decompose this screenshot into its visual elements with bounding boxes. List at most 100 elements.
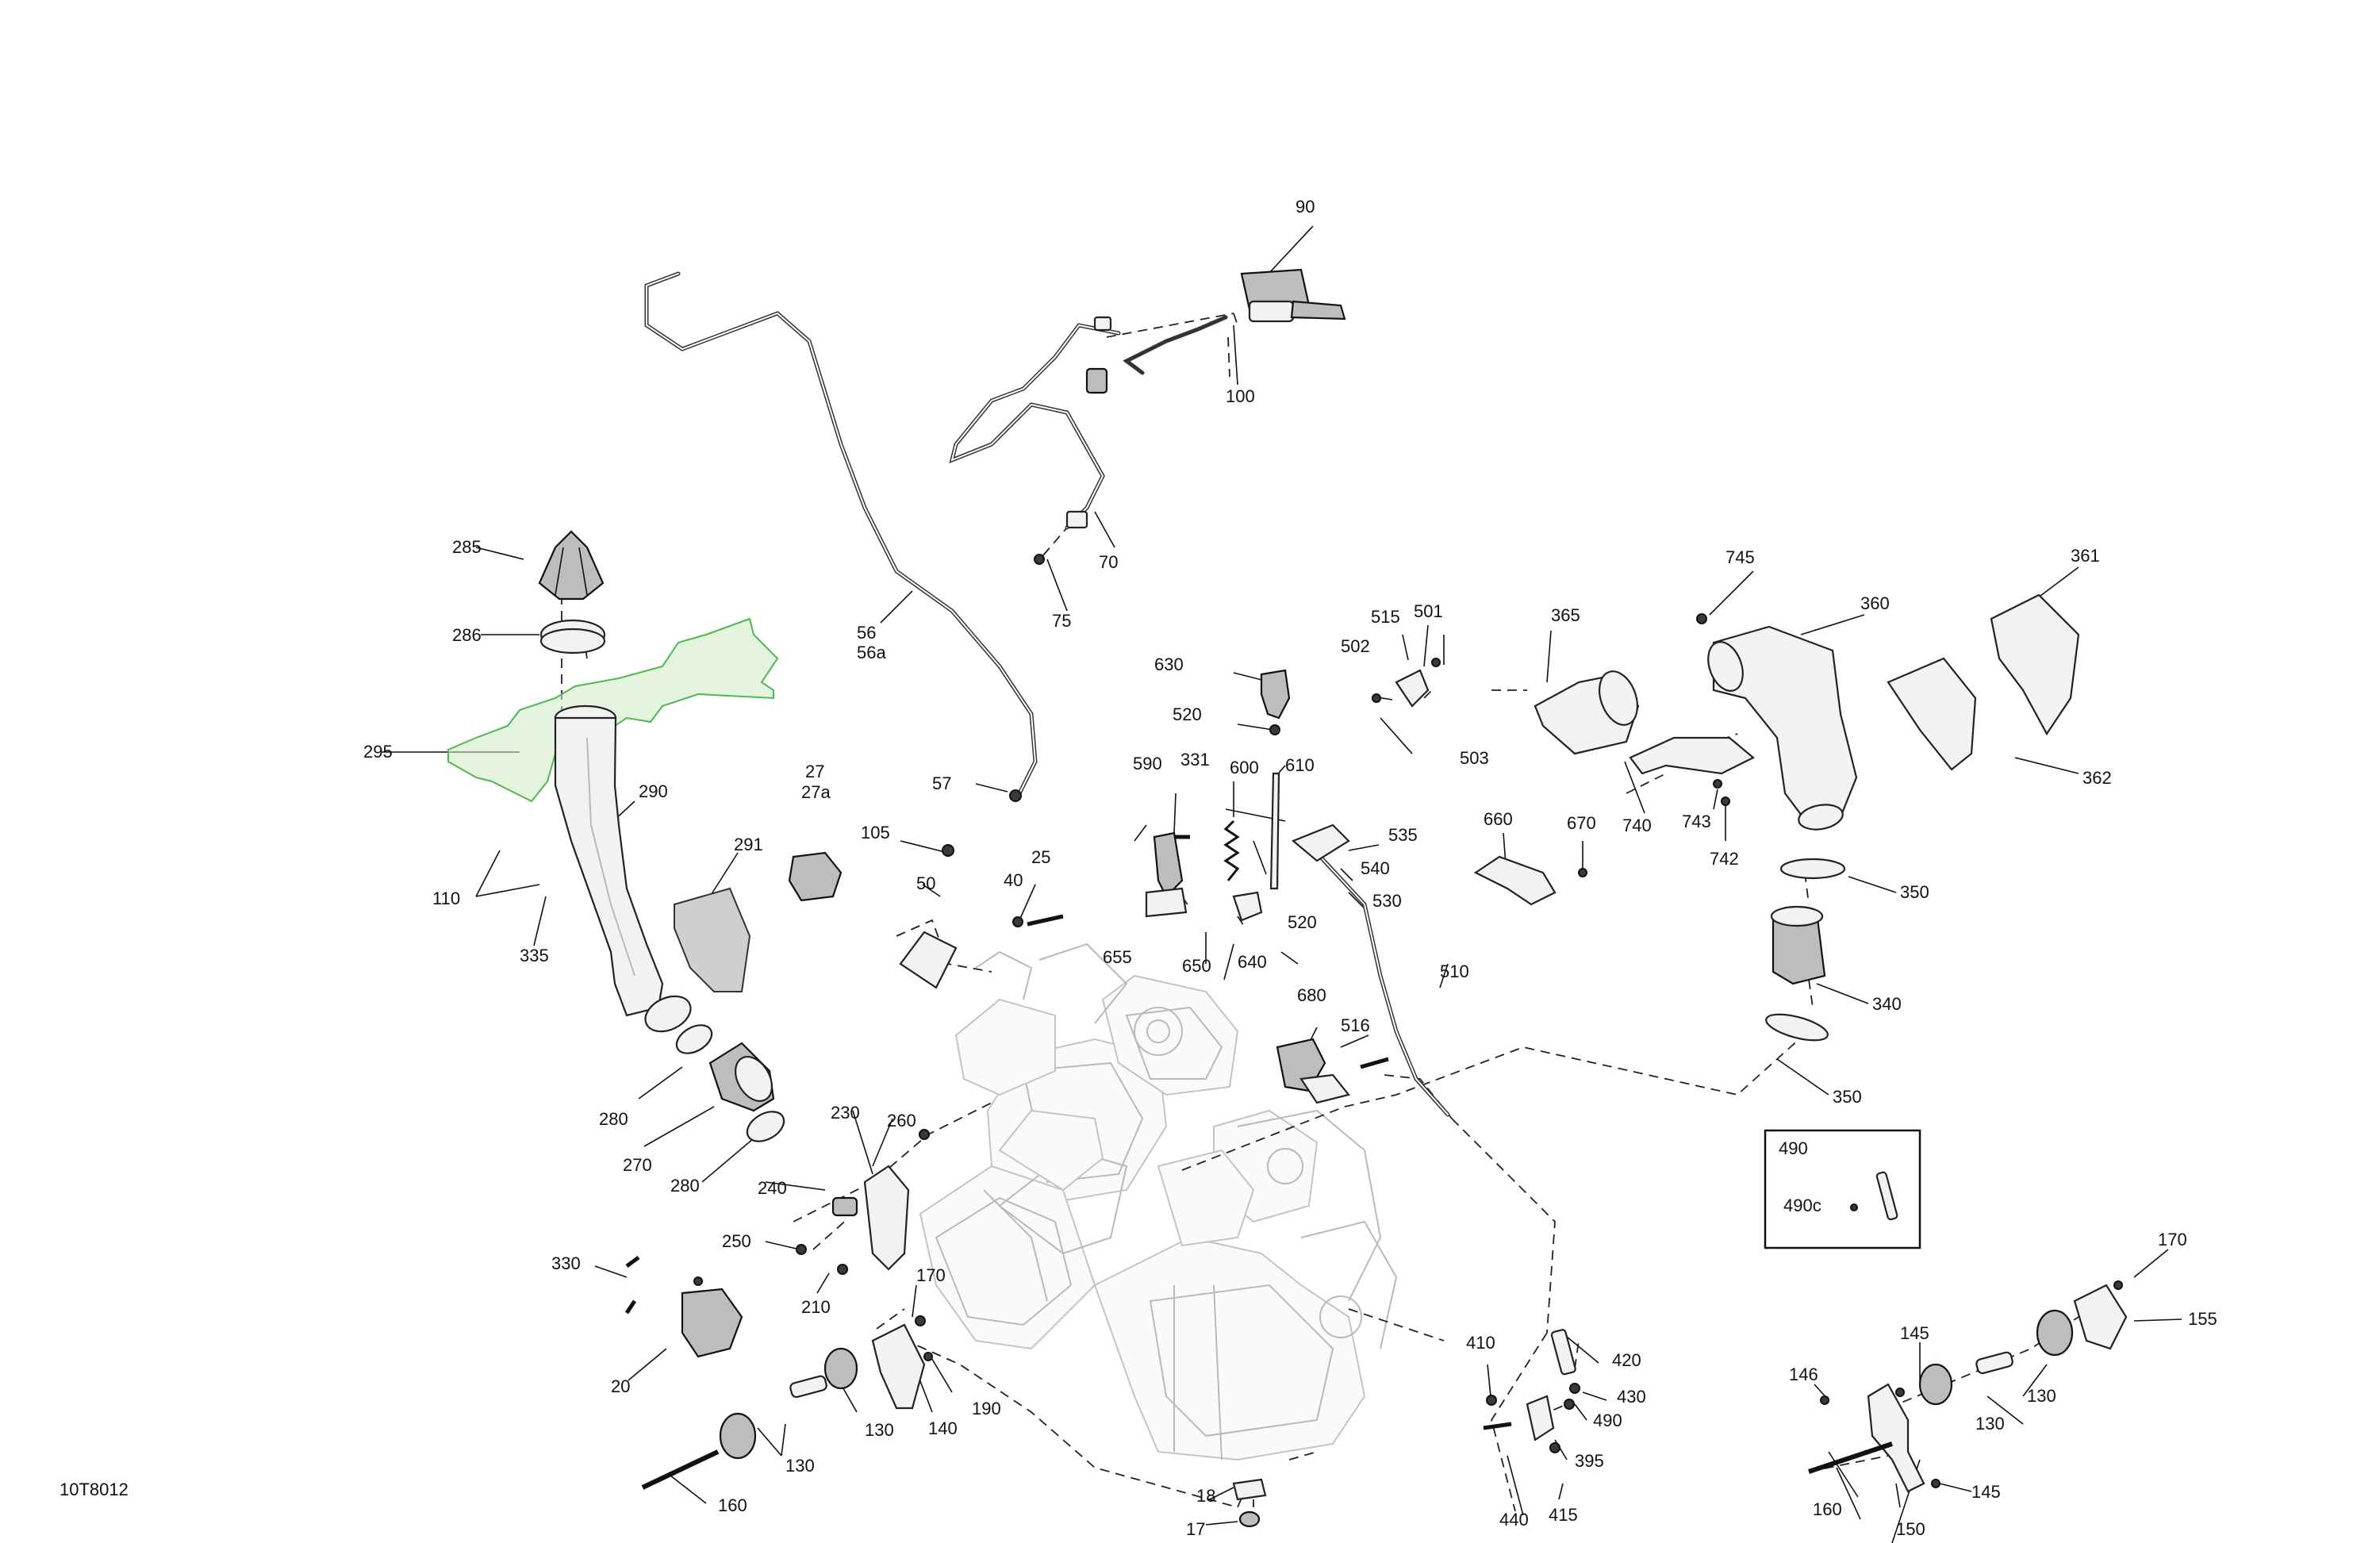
callout-335: 335: [520, 946, 549, 965]
part-520: [1269, 724, 1280, 735]
part-260: [919, 1129, 930, 1140]
callout-742: 742: [1710, 849, 1739, 869]
callout-70: 70: [1099, 552, 1118, 572]
callout-130b: 130: [785, 1456, 815, 1476]
callout-295: 295: [363, 742, 393, 762]
callout-170-right: 170: [2158, 1230, 2187, 1249]
callout-600: 600: [1230, 758, 1259, 777]
callout-660: 660: [1484, 809, 1513, 829]
callout-20: 20: [611, 1376, 630, 1396]
part-330-bolt: [625, 1255, 640, 1269]
part-160-bolt-right: [1808, 1441, 1893, 1474]
part-742: [1721, 796, 1730, 806]
part-50-label: [899, 931, 958, 989]
throttle-cable-56: [644, 271, 1038, 796]
callout-40: 40: [1004, 870, 1023, 890]
callout-140: 140: [928, 1418, 958, 1438]
callout-290: 290: [639, 781, 668, 801]
part-295-heat-shield: [447, 617, 779, 803]
part-350-clamp-upper: [1779, 858, 1846, 880]
part-20-mount: [681, 1276, 743, 1358]
part-740-bracket: [1629, 736, 1755, 775]
callout-743: 743: [1682, 812, 1711, 831]
callout-105: 105: [861, 823, 890, 843]
callout-502: 502: [1341, 636, 1370, 656]
callout-17: 17: [1186, 1519, 1205, 1539]
callout-100: 100: [1226, 386, 1255, 406]
part-410: [1486, 1395, 1497, 1406]
callout-145b: 145: [1971, 1482, 2001, 1502]
callout-18: 18: [1196, 1486, 1215, 1506]
callout-160: 160: [718, 1495, 747, 1515]
part-362-shield: [1887, 657, 1977, 771]
callout-440: 440: [1499, 1510, 1529, 1530]
callout-270: 270: [623, 1155, 652, 1175]
callout-490: 490: [1593, 1411, 1622, 1430]
callout-745: 745: [1726, 547, 1755, 567]
callout-640: 640: [1238, 952, 1267, 972]
part-330-bolt-b: [624, 1299, 637, 1315]
part-610-rod: [1269, 772, 1280, 890]
callout-155: 155: [2188, 1309, 2217, 1329]
callout-365: 365: [1551, 605, 1580, 625]
throttle-cable-70: [949, 315, 1228, 530]
callout-510: 510: [1440, 961, 1469, 981]
callout-361: 361: [2071, 546, 2100, 566]
part-25-bolt: [1027, 914, 1064, 927]
callout-503: 503: [1460, 748, 1489, 768]
callout-501: 501: [1414, 601, 1443, 621]
callout-90: 90: [1296, 197, 1315, 217]
callout-285: 285: [452, 537, 482, 557]
part-130-damper-d: [2036, 1309, 2074, 1357]
callout-350b: 350: [1833, 1087, 1862, 1107]
callout-515: 515: [1371, 607, 1400, 627]
callout-145: 145: [1900, 1323, 1929, 1343]
part-420-rod-end: [1550, 1329, 1576, 1376]
part-395-bracket: [1526, 1395, 1555, 1441]
part-150-bracket: [1867, 1383, 1925, 1493]
callout-labels: 90 100 70 75 56 56a 57 285 286 295 290 2…: [60, 197, 2217, 1539]
part-361-shield: [1990, 593, 2080, 736]
callout-360: 360: [1860, 593, 1890, 613]
callout-410: 410: [1466, 1333, 1495, 1353]
callout-56: 56: [857, 623, 876, 643]
callout-75: 75: [1052, 611, 1071, 631]
callout-362: 362: [2082, 768, 2112, 788]
inset-title: 490: [1779, 1138, 1808, 1158]
callout-240: 240: [758, 1178, 787, 1198]
callout-680: 680: [1297, 985, 1326, 1005]
part-415: [1549, 1442, 1560, 1453]
part-291-duct: [674, 887, 751, 992]
part-600-spring: [1223, 819, 1240, 881]
part-27-sleeve: [788, 851, 843, 902]
part-280-clamp: [675, 1024, 713, 1054]
part-290-intake-duct: [554, 704, 692, 1033]
diagram-code: 10T8012: [60, 1480, 129, 1499]
callout-340: 340: [1872, 994, 1902, 1014]
part-210: [837, 1264, 848, 1275]
part-145-a: [1895, 1388, 1905, 1397]
part-350-clamp-lower: [1765, 1013, 1829, 1042]
part-250: [796, 1244, 807, 1255]
callout-650: 650: [1182, 956, 1211, 976]
part-170-left: [915, 1315, 926, 1326]
part-340-filter: [1770, 905, 1826, 985]
part-190: [923, 1352, 933, 1361]
callout-350: 350: [1900, 882, 1929, 902]
part-630-knob: [1260, 669, 1291, 720]
part-57: [1009, 789, 1022, 802]
part-440-bolt: [1483, 1422, 1512, 1430]
part-670: [1578, 868, 1587, 877]
callout-56a: 56a: [857, 643, 886, 662]
part-170-right: [2113, 1280, 2123, 1290]
callout-330: 330: [551, 1253, 581, 1273]
callout-150: 150: [1896, 1519, 1925, 1539]
callout-130-right-a: 130: [2027, 1386, 2056, 1406]
callout-110: 110: [432, 889, 460, 908]
callout-420: 420: [1612, 1350, 1641, 1370]
callout-280: 280: [599, 1109, 628, 1129]
part-145-b: [1931, 1479, 1940, 1488]
callout-395: 395: [1575, 1451, 1604, 1471]
part-130-damper-c: [1918, 1351, 2013, 1406]
callout-130-right-b: 130: [1975, 1414, 2005, 1434]
